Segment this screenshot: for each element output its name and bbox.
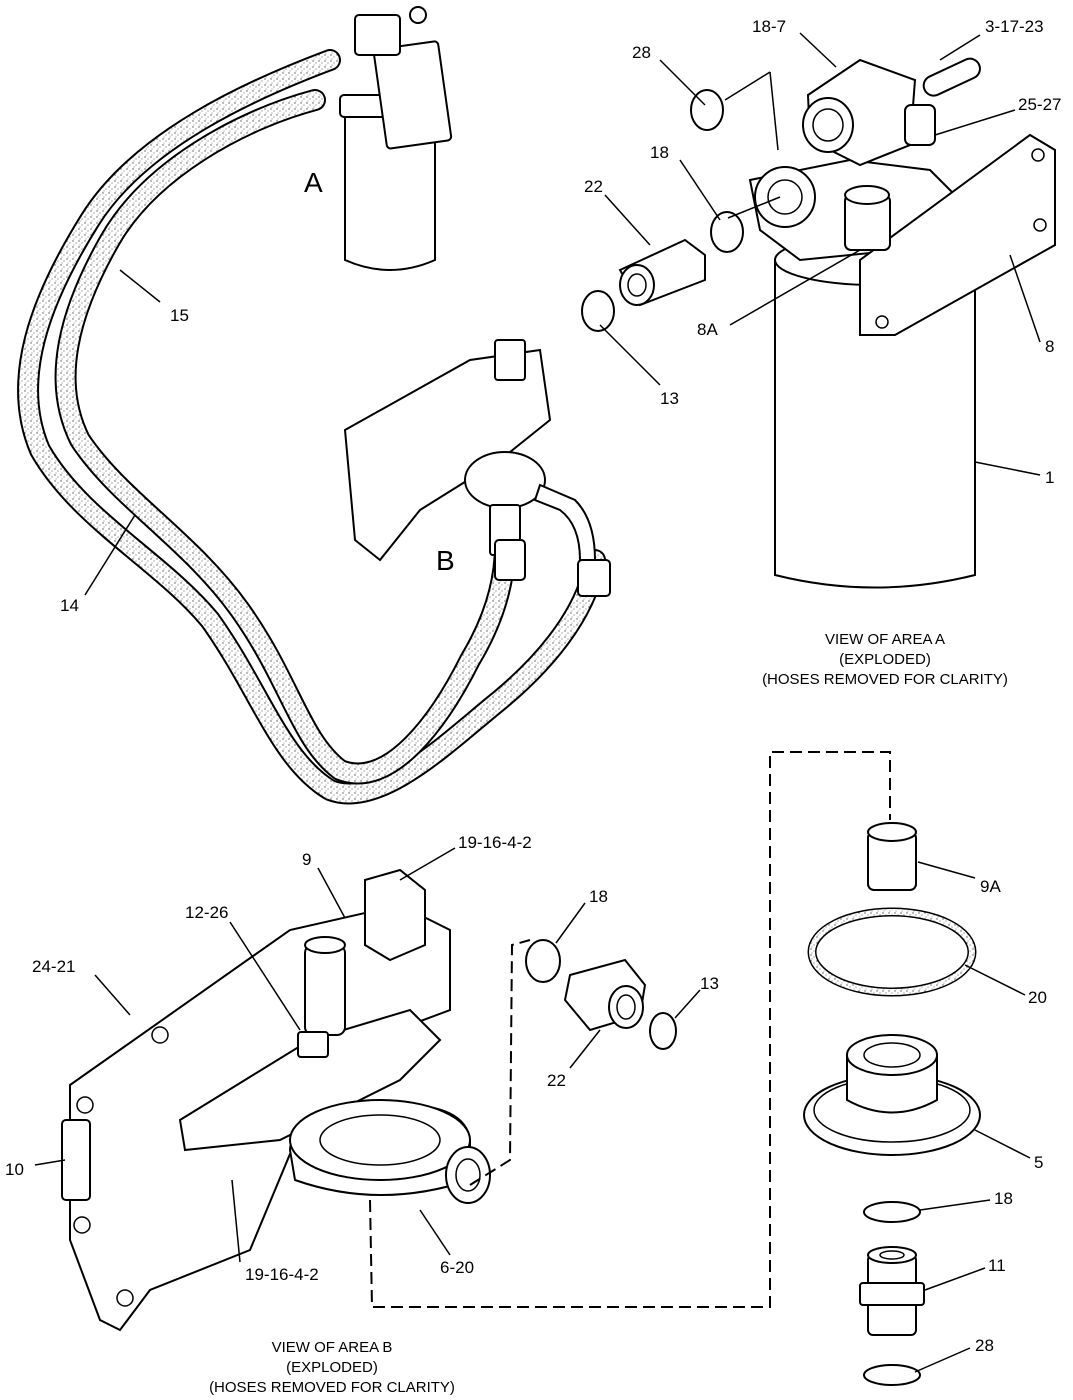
callout-13-top: 13 [660, 389, 679, 408]
callout-28-bottom: 28 [975, 1336, 994, 1355]
connector-22-top [618, 238, 706, 307]
caption-area-a: VIEW OF AREA A (EXPLODED) (HOSES REMOVED… [762, 631, 1008, 688]
o-ring-18-mid [525, 939, 561, 983]
callout-6-20: 6-20 [440, 1258, 474, 1277]
connector-11 [859, 1246, 925, 1336]
elbow-fitting [802, 58, 917, 167]
overview-leader-lines [84, 269, 161, 596]
area-b-leader-lines [34, 847, 1031, 1373]
callout-5: 5 [1034, 1153, 1043, 1172]
callout-18-7: 18-7 [752, 17, 786, 36]
callout-8: 8 [1045, 337, 1054, 356]
callout-24-21: 24-21 [32, 957, 75, 976]
callout-22-mid: 22 [547, 1071, 566, 1090]
callout-20: 20 [1028, 988, 1047, 1007]
hose-assembly-overview [17, 49, 606, 805]
area-label-a: A [304, 167, 323, 198]
callout-12-26: 12-26 [185, 903, 228, 922]
o-ring-13-mid [649, 1012, 677, 1050]
housing-b [178, 868, 442, 1152]
callout-22-top: 22 [584, 177, 603, 196]
caption-a-line3: (HOSES REMOVED FOR CLARITY) [762, 671, 1008, 688]
callout-15: 15 [170, 306, 189, 325]
callout-13-mid: 13 [700, 974, 719, 993]
callout-11: 11 [988, 1256, 1006, 1275]
callout-9a: 9A [980, 877, 1001, 896]
area-label-b: B [436, 545, 455, 576]
callout-18-mid: 18 [589, 887, 608, 906]
callout-8a: 8A [697, 320, 718, 339]
callout-25-27: 25-27 [1018, 95, 1061, 114]
caption-area-b: VIEW OF AREA B (EXPLODED) (HOSES REMOVED… [209, 1339, 455, 1396]
cup-5 [803, 1034, 981, 1156]
caption-b-line3: (HOSES REMOVED FOR CLARITY) [209, 1379, 455, 1396]
o-ring-28-bottom [863, 1364, 921, 1386]
callout-19-16-4-2-bottom: 19-16-4-2 [245, 1265, 319, 1284]
callout-3-17-23: 3-17-23 [985, 17, 1044, 36]
gasket-20 [807, 907, 977, 997]
callout-19-16-4-2-top: 19-16-4-2 [458, 833, 532, 852]
callout-9: 9 [302, 850, 311, 869]
mounting-bracket [859, 133, 1056, 336]
callout-10: 10 [5, 1160, 24, 1179]
callout-18-bottom: 18 [994, 1189, 1013, 1208]
callout-14: 14 [60, 596, 79, 615]
callout-18-top: 18 [650, 143, 669, 162]
mount-b-overview [343, 339, 611, 597]
filter-a-overview [339, 6, 453, 271]
connector-22-mid [563, 958, 647, 1032]
o-ring-18-top [710, 211, 744, 253]
regulator-6-20 [288, 1099, 491, 1204]
caption-b-line2: (EXPLODED) [286, 1359, 378, 1376]
area-a-leader-lines [599, 32, 1041, 476]
o-ring-13-top [581, 290, 615, 332]
caption-a-line2: (EXPLODED) [839, 651, 931, 668]
o-ring-18-bottom [863, 1201, 921, 1223]
sleeve-9a [867, 822, 917, 891]
dashed-connection-lines [369, 751, 891, 1308]
caption-a-line1: VIEW OF AREA A [825, 631, 945, 648]
callout-28-top: 28 [632, 43, 651, 62]
sleeve-8a [844, 185, 891, 251]
switch-3-17-23 [904, 57, 981, 146]
caption-b-line1: VIEW OF AREA B [272, 1339, 393, 1356]
callout-1: 1 [1045, 468, 1054, 487]
